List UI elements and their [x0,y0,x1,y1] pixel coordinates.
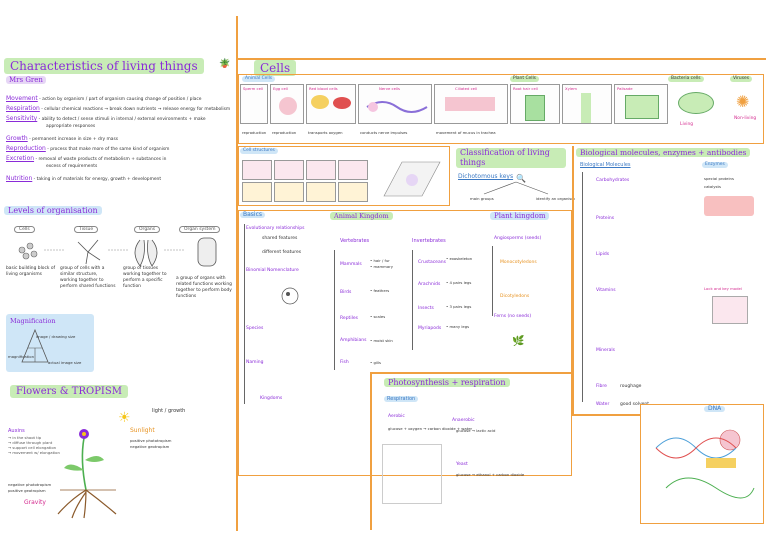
column-divider [236,16,238,531]
plant-pot-icon: 🪴 [219,59,231,69]
levels-desc-tissue: group of cells with a similar structure,… [60,266,116,289]
photosynthesis-title: Photosynthesis + respiration [384,378,510,387]
invertebrates-trunk [412,250,413,350]
levels-desc-cells: basic building block of living organisms [6,266,56,277]
flowers-title: Flowers & TROPISM [10,385,128,398]
top-divider [236,58,766,60]
cells-title: Cells [254,60,297,76]
sun-icon: ☀ [118,410,131,426]
virus-drawing: ✺ [736,92,750,111]
lock-key-drawing [712,296,748,324]
cell-structures-frame [238,146,450,206]
magnification-box: Magnification image / drawing size magni… [6,314,94,372]
levels-desc-organs: group of tissues working together to per… [123,266,167,289]
plant-drawing [57,429,117,519]
animal-kingdom-title: Animal Kingdom [330,212,393,220]
cells-frame [238,74,764,144]
enzyme-drawing [704,196,754,216]
dna-frame [640,404,764,524]
bio-tree-trunk [582,172,583,402]
magnifier-icon: 🔍 [516,174,526,183]
bacteria-drawing [670,84,720,124]
characteristics-title: Characteristics of living things [4,58,204,74]
classification-title: Classification of living things [456,148,566,168]
auxin-notes: → in the shoot tip→ diffuse through plan… [8,435,60,455]
cell-structures-grid [242,160,372,204]
cell-panels: Sperm cell Egg cell Red blood cells Nerv… [240,84,668,124]
cell-function-row: reproduction reproduction transports oxy… [242,130,496,135]
bottom-connector [572,414,640,416]
vertebrates-trunk [334,250,335,370]
levels-title: Levels of organisation [4,206,102,215]
biomolecules-title: Biological molecules, enzymes + antibodi… [576,148,751,157]
classification-frame [238,210,572,476]
term: Movement [6,95,38,102]
basics-drawing [281,287,299,305]
fern-icon: 🌿 [512,336,525,347]
photo-vdivider [370,372,372,530]
plant-kingdom-title: Plant kingdom [490,212,550,220]
invertebrate-notes: • exoskeleton • 4 pairs legs • 3 pairs l… [446,256,473,329]
classification-arrows [483,181,549,195]
cell-structure-diagram [383,161,441,197]
photo-divider [370,372,572,374]
characteristics-list: Movement - action by organism / part of … [6,95,231,183]
magnification-triangle [21,328,49,363]
bio-divider [572,146,574,414]
levels-desc-system: a group of organs with related functions… [176,276,232,299]
plant-trunk [492,246,493,316]
levels-drawings [18,237,217,267]
dna-diagram [655,429,755,499]
respiration-notes-box [382,444,442,504]
mrs-gren: Mrs Gren [6,76,46,84]
basics-trunk [244,224,245,404]
animal-notes: • hair / fur • mammary • feathers • scal… [370,258,394,365]
